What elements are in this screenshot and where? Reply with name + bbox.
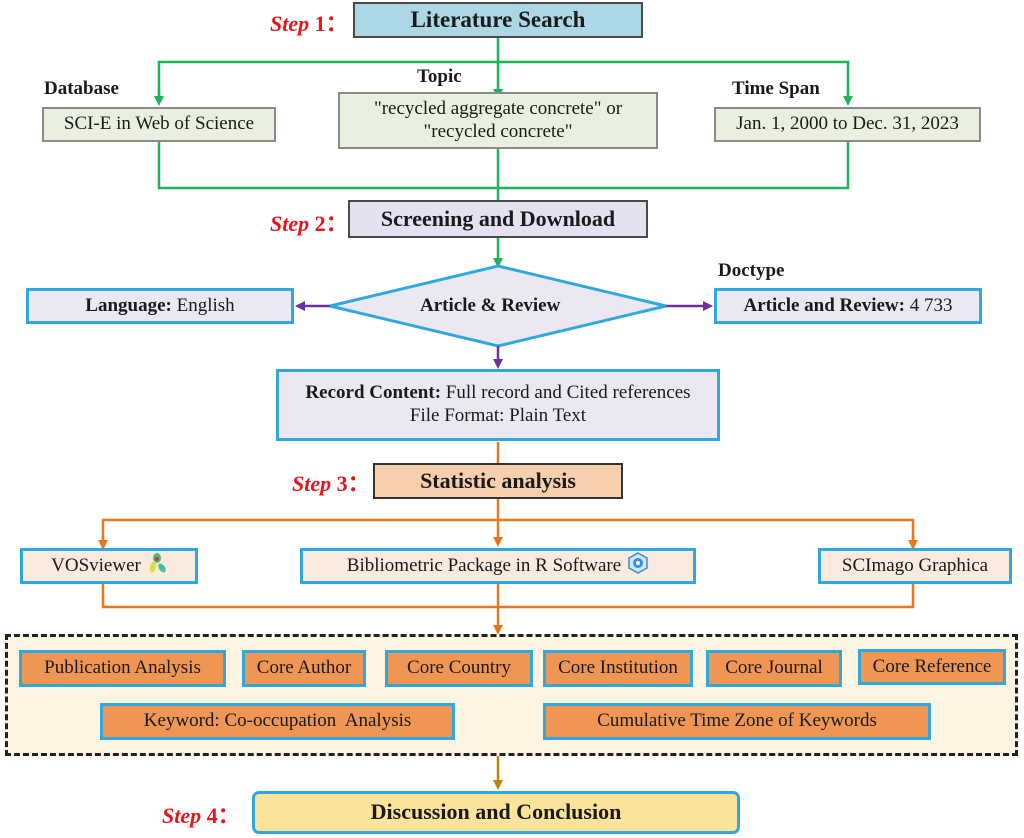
analysis-label: Core Institution xyxy=(558,657,678,679)
analysis-core-journal: Core Journal xyxy=(706,650,842,687)
language-value: English xyxy=(171,294,235,316)
time-span-label: Time Span xyxy=(732,78,820,99)
step-2-label: Step 2： xyxy=(270,211,348,236)
tool-bibliometrix: Bibliometric Package in R Software xyxy=(300,548,696,584)
green-connectors xyxy=(154,36,853,268)
analysis-label: Publication Analysis xyxy=(44,657,201,679)
discussion-conclusion-title: Discussion and Conclusion xyxy=(370,799,622,825)
analysis-cumulative-time-zone: Cumulative Time Zone of Keywords xyxy=(543,703,931,740)
decision-label: Article & Review xyxy=(420,295,561,316)
screening-download-title: Screening and Download xyxy=(380,205,616,231)
database-label: Database xyxy=(44,78,119,99)
analysis-core-reference: Core Reference xyxy=(858,649,1006,685)
analysis-label: Core Country xyxy=(407,657,511,679)
orange-connectors xyxy=(98,442,918,635)
analysis-keyword-cooccurrence: Keyword: Co-occupation Analysis xyxy=(100,703,455,740)
database-value: SCI-E in Web of Science xyxy=(63,113,255,135)
tool-name: SCImago Graphica xyxy=(841,554,989,576)
tool-vosviewer: VOSviewer xyxy=(20,548,198,584)
literature-search-box: Literature Search xyxy=(353,2,643,38)
topic-line-1: "recycled aggregate concrete" or xyxy=(373,97,623,119)
analysis-label: Core Reference xyxy=(872,655,992,677)
vosviewer-icon xyxy=(147,551,167,582)
analysis-publication: Publication Analysis xyxy=(19,650,226,687)
tool-name: VOSviewer xyxy=(51,554,141,576)
analysis-label: Cumulative Time Zone of Keywords xyxy=(597,710,877,732)
record-content-box: Record Content: Full record and Cited re… xyxy=(276,369,720,441)
tool-name: Bibliometric Package in R Software xyxy=(346,554,622,576)
discussion-conclusion-box: Discussion and Conclusion xyxy=(252,791,740,834)
step-4-label: Step 4： xyxy=(162,803,240,828)
step-3-label: Step 3： xyxy=(292,471,370,496)
analysis-core-author: Core Author xyxy=(242,650,366,687)
file-format: File Format: Plain Text xyxy=(409,405,587,426)
topic-line-2: "recycled concrete" xyxy=(423,120,573,142)
doctype-box: Article and Review: 4 733 xyxy=(714,288,982,324)
screening-download-box: Screening and Download xyxy=(348,200,648,238)
step-1-label: Step 1： xyxy=(270,11,348,36)
purple-connectors xyxy=(295,301,713,369)
doctype-value: 4 733 xyxy=(904,294,953,316)
tool-scimago-graphica: SCImago Graphica xyxy=(818,548,1012,584)
language-key: Language: xyxy=(85,294,172,316)
analysis-label: Core Author xyxy=(256,657,352,679)
analysis-label: Core Journal xyxy=(725,657,823,679)
record-content-key: Record Content: xyxy=(305,382,442,404)
literature-search-title: Literature Search xyxy=(410,7,586,33)
statistic-analysis-box: Statistic analysis xyxy=(373,463,623,499)
record-content-value: Full record and Cited references xyxy=(441,382,691,404)
analysis-label: Keyword: Co-occupation Analysis xyxy=(143,710,412,732)
statistic-analysis-title: Statistic analysis xyxy=(420,467,576,493)
doctype-key: Article and Review: xyxy=(743,294,905,316)
time-span-value: Jan. 1, 2000 to Dec. 31, 2023 xyxy=(736,113,959,135)
doctype-label: Doctype xyxy=(718,260,785,281)
analysis-core-country: Core Country xyxy=(385,650,533,687)
database-box: SCI-E in Web of Science xyxy=(42,107,276,142)
language-box: Language: English xyxy=(26,288,294,324)
bibliometrix-icon xyxy=(627,551,649,581)
topic-label: Topic xyxy=(417,66,462,87)
topic-box: "recycled aggregate concrete" or "recycl… xyxy=(338,92,658,149)
time-span-box: Jan. 1, 2000 to Dec. 31, 2023 xyxy=(714,107,981,142)
analysis-core-institution: Core Institution xyxy=(543,650,693,687)
